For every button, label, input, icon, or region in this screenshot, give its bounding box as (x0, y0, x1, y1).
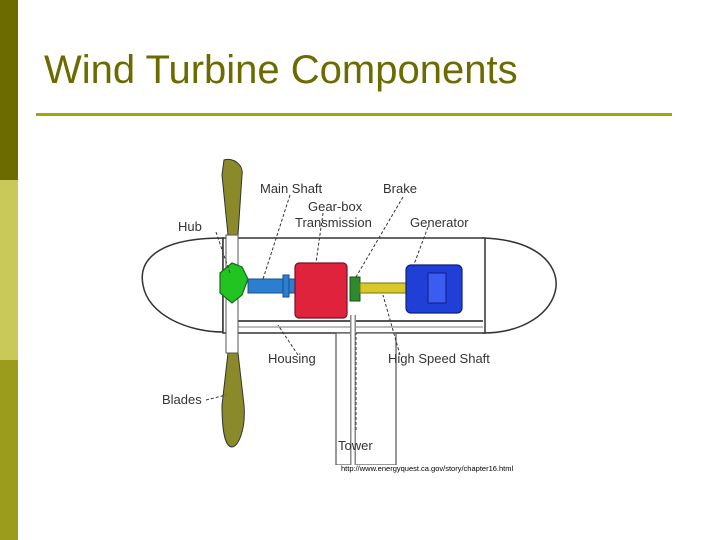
label-gearbox: Gear-box (308, 199, 363, 214)
accent-bar-top (0, 0, 18, 180)
nacelle-housing (141, 237, 224, 333)
label-housing: Housing (268, 351, 316, 366)
accent-bar-middle (0, 180, 18, 360)
title-underline (36, 113, 672, 116)
blade-bottom (221, 352, 245, 448)
blade-top (221, 158, 243, 236)
label-generator: Generator (410, 215, 469, 230)
label-high-speed-shaft: High Speed Shaft (388, 351, 490, 366)
hub (219, 262, 249, 304)
label-brake: Brake (383, 181, 417, 196)
label-blades: Blades (162, 392, 202, 407)
main-shaft (247, 278, 299, 294)
wind-turbine-diagram: Main Shaft Brake Gear-box Transmission G… (141, 158, 557, 465)
tower (335, 332, 397, 465)
high-speed-shaft (359, 282, 411, 294)
nacelle-tail (482, 237, 557, 334)
label-hub: Hub (178, 219, 202, 234)
label-main-shaft: Main Shaft (260, 181, 323, 196)
brake (349, 276, 361, 302)
slide-title: Wind Turbine Components (44, 48, 518, 92)
label-tower: Tower (338, 438, 373, 453)
label-transmission: Transmission (295, 215, 372, 230)
gearbox (294, 262, 348, 319)
accent-bar-bottom (0, 360, 18, 540)
source-link[interactable]: http://www.energyquest.ca.gov/story/chap… (341, 464, 514, 473)
